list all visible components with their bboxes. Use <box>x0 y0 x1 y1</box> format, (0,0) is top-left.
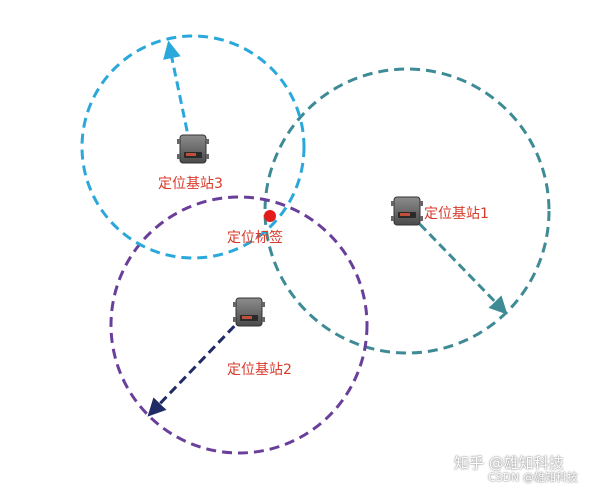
tag-label: 定位标签 <box>227 230 283 246</box>
station1-label: 定位基站1 <box>424 206 489 222</box>
zhihu-watermark: 知乎 @雄知科技 <box>454 454 564 472</box>
station1-range-circle <box>263 67 551 355</box>
station3-radius-arrow <box>163 40 192 146</box>
station3-range-circle <box>80 34 306 260</box>
station3-label: 定位基站3 <box>158 176 223 192</box>
station2-range-circle <box>109 195 369 455</box>
station1-radius-arrow <box>408 212 508 315</box>
station2-device-icon <box>233 297 265 327</box>
station3-device-icon <box>177 134 209 164</box>
station1-device-icon <box>391 196 423 226</box>
station2-label: 定位基站2 <box>227 362 292 378</box>
csdn-watermark: CSDN @雄知科技 <box>488 471 578 484</box>
station2-radius-arrow <box>147 314 246 417</box>
tag-position-dot <box>264 210 276 222</box>
